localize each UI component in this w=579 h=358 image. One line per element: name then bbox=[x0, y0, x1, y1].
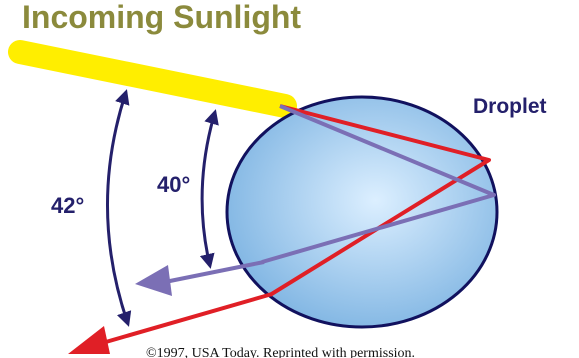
angle-40-label: 40° bbox=[157, 172, 190, 197]
droplet-label: Droplet bbox=[473, 95, 547, 118]
red-arrowhead bbox=[68, 326, 110, 354]
angle-40-arc bbox=[199, 109, 219, 269]
red-exit-ray bbox=[91, 292, 273, 348]
violet-arrowhead bbox=[135, 265, 172, 296]
incoming-sunlight-title: Incoming Sunlight bbox=[22, 0, 301, 35]
copyright-credit: ©1997, USA Today. Reprinted with permiss… bbox=[146, 346, 415, 358]
angle-42-label: 42° bbox=[51, 193, 84, 218]
violet-exit-ray bbox=[159, 260, 265, 285]
violet-light-ray bbox=[261, 104, 496, 264]
angle-42-arc bbox=[106, 89, 132, 327]
incoming-sunbeam bbox=[8, 40, 297, 118]
red-light-ray bbox=[268, 104, 491, 297]
water-droplet bbox=[225, 95, 499, 329]
